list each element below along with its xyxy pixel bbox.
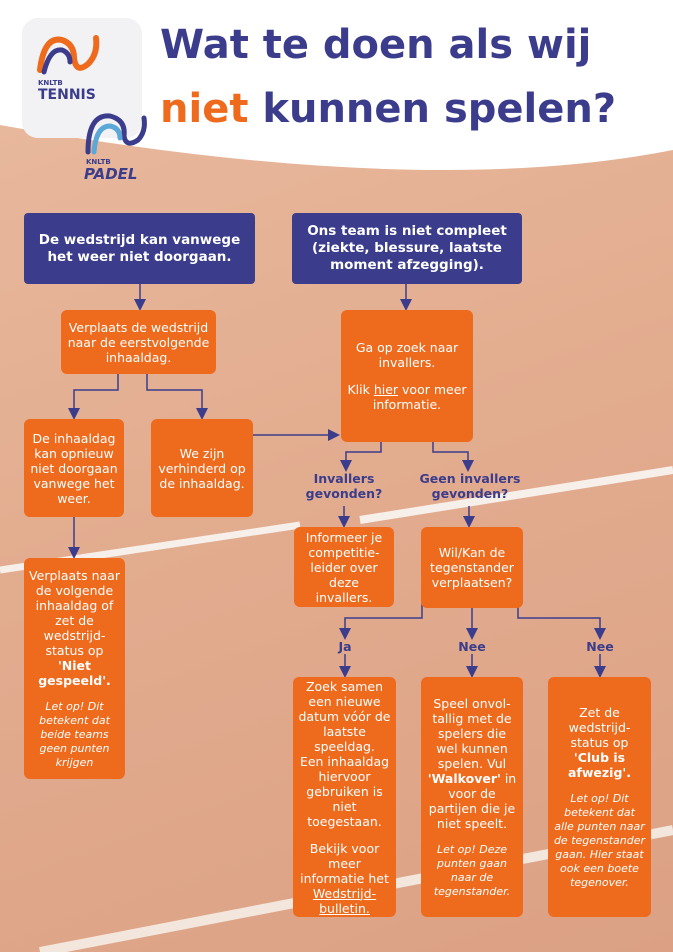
play-incomplete-pre: Speel onvol-tallig met de spelers die we… <box>432 695 512 771</box>
node-play-incomplete: Speel onvol-tallig met de spelers die we… <box>421 677 523 917</box>
label-yes: Ja <box>338 639 352 654</box>
node-reschedule: Verplaats de wedstrijd naar de eerstvolg… <box>61 310 216 374</box>
new-date-more: Bekijk voor meer informatie het Wedstrij… <box>298 841 391 916</box>
node-move-next: Verplaats naar de volgende inhaaldag of … <box>24 558 125 779</box>
tennis-logo-small: KNLTB <box>38 79 63 87</box>
node-again-not-possible: De inhaaldag kan opnieuw niet doorgaan v… <box>24 419 124 517</box>
club-absent-text: Zet de wedstrijd-status op 'Club is afwe… <box>553 705 646 780</box>
play-incomplete-note: Let op! Deze punten gaan naar de tegenst… <box>433 842 511 898</box>
node-opponent-move: Wil/Kan de tegenstander verplaatsen? <box>421 527 523 608</box>
node-inform-leader: Informeer je competitie-leider over deze… <box>294 527 394 607</box>
title-rest: kunnen spelen? <box>262 86 617 132</box>
search-text: Ga op zoek naar invallers. <box>355 340 459 370</box>
move-next-pre: Verplaats naar de volgende inhaaldag of … <box>29 567 120 658</box>
new-date-text-1: Zoek samen een nieuwe datum vóór de laat… <box>298 678 391 754</box>
walkover-status: 'Walkover' <box>427 770 501 786</box>
label-no-1: Nee <box>458 639 486 654</box>
page-title-line1: Wat te doen als wij <box>160 22 592 68</box>
new-date-text-3: Bekijk voor meer informatie het <box>300 840 389 886</box>
tennis-logo-name: TENNIS <box>38 87 96 103</box>
label-no-substitutes: Geen invallers gevonden? <box>419 471 521 501</box>
node-club-absent: Zet de wedstrijd-status op 'Club is afwe… <box>548 677 651 917</box>
move-next-status: 'Niet gespeeld'. <box>38 657 111 688</box>
node-prevented: We zijn verhinderd op de inhaaldag. <box>151 419 253 517</box>
club-absent-pre: Zet de wedstrijd-status op <box>568 704 631 750</box>
play-incomplete-post: in voor de partijen die je niet speelt. <box>428 770 517 831</box>
label-no-2: Nee <box>586 639 614 654</box>
node-search-substitutes: Ga op zoek naar invallers. Klik hier voo… <box>341 310 473 442</box>
padel-logo-small: KNLTB <box>86 158 111 166</box>
club-absent-status: 'Club is afwezig'. <box>568 749 631 780</box>
label-substitutes-found: Invallers gevonden? <box>305 471 383 501</box>
search-info-text: voor meer informatie. <box>372 382 467 412</box>
padel-logo-icon <box>85 113 147 155</box>
node-weather: De wedstrijd kan vanwege het weer niet d… <box>24 213 255 284</box>
search-info-line: Klik hier voor meer informatie. <box>346 382 468 412</box>
search-click-text: Klik <box>347 382 370 397</box>
play-incomplete-text: Speel onvol-tallig met de spelers die we… <box>426 696 518 831</box>
bulletin-link[interactable]: Wedstrijd-bulletin. <box>312 885 377 916</box>
page-title-line2: niet kunnen spelen? <box>160 86 660 132</box>
padel-logo-name: PADEL <box>84 165 138 183</box>
node-incomplete: Ons team is niet compleet (ziekte, bless… <box>292 213 522 284</box>
tennis-logo-icon <box>37 35 100 75</box>
move-next-note: Let op! Dit betekent dat beide teams gee… <box>39 699 110 769</box>
logo-card: KNLTB TENNIS <box>22 18 142 138</box>
move-next-text: Verplaats naar de volgende inhaaldag of … <box>29 568 120 688</box>
new-date-text-2: Een inhaaldag hiervoor gebruiken is niet… <box>299 753 390 829</box>
club-absent-note: Let op! Dit betekent dat alle punten naa… <box>553 791 646 889</box>
node-new-date: Zoek samen een nieuwe datum vóór de laat… <box>293 677 396 917</box>
info-link[interactable]: hier <box>373 382 399 397</box>
title-highlight: niet <box>160 86 249 132</box>
